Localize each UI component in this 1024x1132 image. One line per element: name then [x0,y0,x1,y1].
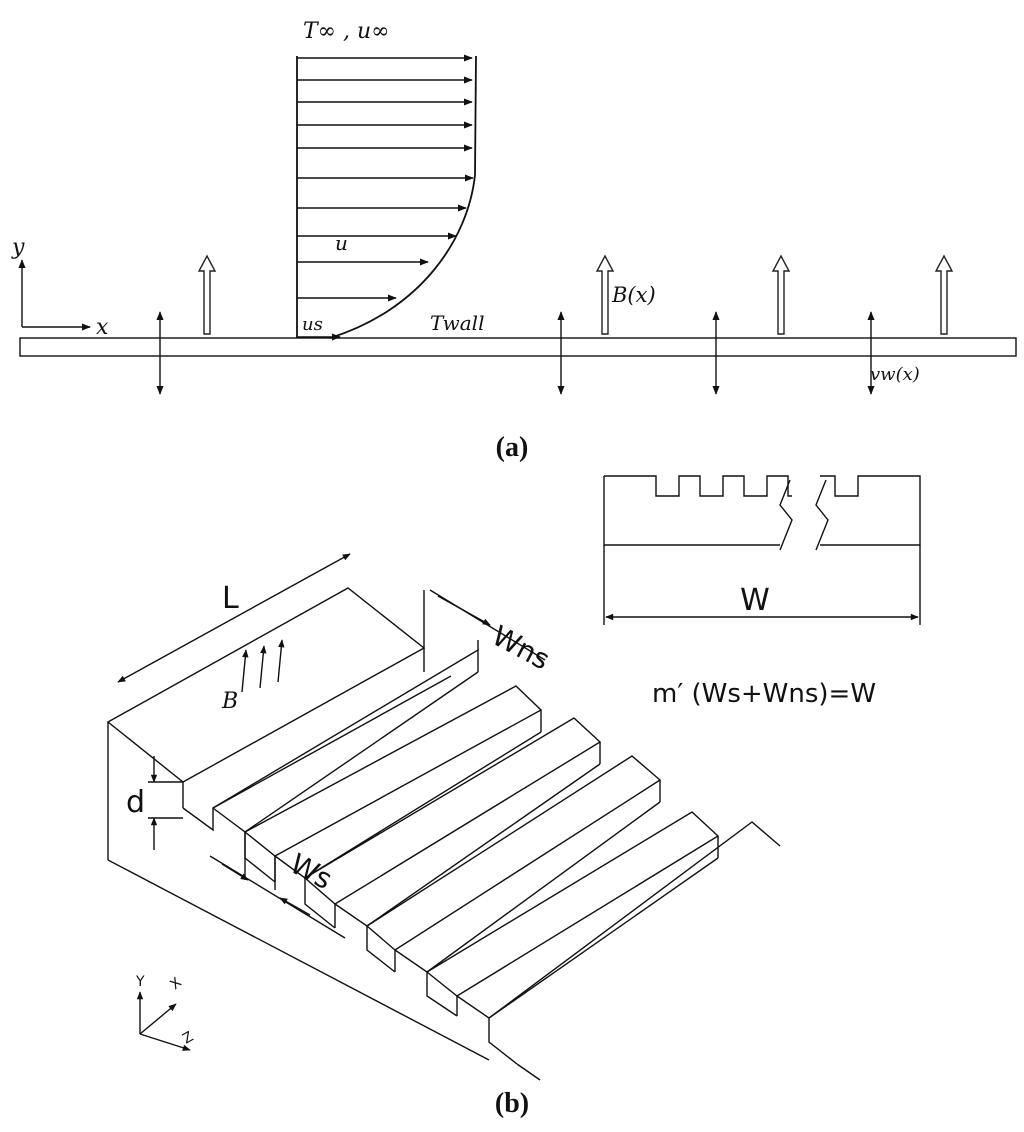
panel-a: y x T∞ , u∞ u us Twall B(x) vw(x) [11,19,1017,463]
l-label: L [222,581,239,616]
equation-label: m′ (Ws+Wns)=W [652,679,876,709]
freestream-label: T∞ , u∞ [303,19,389,44]
axis-x-label: X [167,974,185,993]
u-label: u [335,231,348,255]
y-axis-label: y [11,235,25,260]
panel-b: W m′ (Ws+Wns)=W [106,475,921,1119]
vw-label: vw(x) [870,364,920,385]
d-label: d [126,785,145,820]
wall-velocity-arrows [156,311,875,395]
velocity-profile [296,54,477,341]
axes-b: Y X Z [135,974,196,1051]
ws-label: Ws [285,847,338,896]
x-axis-label: x [96,315,109,340]
cross-section-inset: W [603,475,921,625]
grooved-surface [106,587,781,1081]
twall-label: Twall [430,311,484,335]
wns-label: Wns [487,619,555,676]
b-label: B [221,689,238,714]
caption-a: (a) [496,432,529,463]
axis-z-label: Z [180,1029,196,1048]
bx-label: B(x) [611,283,656,307]
us-label: us [302,314,323,335]
b-field-arrows [241,639,285,693]
axes-a: y x [11,235,109,340]
axis-y-label: Y [135,974,145,990]
magnetic-field-arrows [197,254,954,335]
w-label: W [740,583,770,618]
flat-plate [19,337,1017,357]
caption-b: (b) [495,1088,529,1119]
